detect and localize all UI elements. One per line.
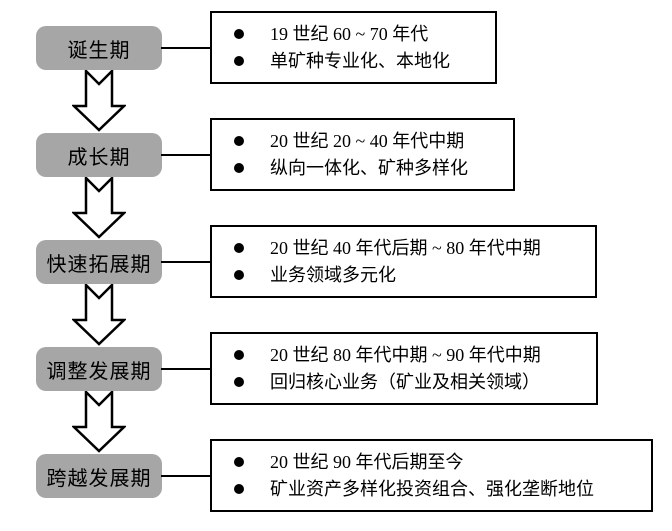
bullet-text: 纵向一体化、矿种多样化 xyxy=(270,157,468,178)
bullet-text: 20 世纪 80 年代中期 ~ 90 年代中期 xyxy=(270,344,541,365)
bullet-line: 20 世纪 80 年代中期 ~ 90 年代中期 xyxy=(234,342,596,369)
bullet-icon xyxy=(234,56,244,66)
bullet-icon xyxy=(234,29,244,39)
bullet-text: 20 世纪 20 ~ 40 年代中期 xyxy=(270,130,465,151)
connector-line xyxy=(161,475,210,477)
stage-box: 快速拓展期 xyxy=(36,240,162,284)
down-arrow-icon xyxy=(72,391,126,453)
bullet-line: 19 世纪 60 ~ 70 年代 xyxy=(234,21,495,48)
bullet-icon xyxy=(234,457,244,467)
bullet-icon xyxy=(234,243,244,253)
stage-box: 跨越发展期 xyxy=(36,454,162,498)
bullet-icon xyxy=(234,270,244,280)
stage-row: 调整发展期 20 世纪 80 年代中期 ~ 90 年代中期 回归核心业务（矿业及… xyxy=(0,332,672,453)
bullet-icon xyxy=(234,484,244,494)
stage-row: 快速拓展期 20 世纪 40 年代后期 ~ 80 年代中期 业务领域多元化 xyxy=(0,225,672,346)
bullet-text: 20 世纪 90 年代后期至今 xyxy=(270,451,464,472)
connector-line xyxy=(161,368,210,370)
detail-box: 20 世纪 90 年代后期至今 矿业资产多样化投资组合、强化垄断地位 xyxy=(210,439,653,512)
stage-box: 调整发展期 xyxy=(36,347,162,391)
stage-row: 诞生期 19 世纪 60 ~ 70 年代 单矿种专业化、本地化 xyxy=(0,11,672,132)
stage-label: 诞生期 xyxy=(67,39,131,62)
detail-box: 20 世纪 20 ~ 40 年代中期 纵向一体化、矿种多样化 xyxy=(210,118,515,191)
stage-box: 成长期 xyxy=(36,133,162,177)
stage-label: 快速拓展期 xyxy=(46,253,152,276)
stage-label: 调整发展期 xyxy=(46,360,152,383)
detail-box: 20 世纪 80 年代中期 ~ 90 年代中期 回归核心业务（矿业及相关领域） xyxy=(210,332,598,405)
stage-label: 跨越发展期 xyxy=(46,467,152,490)
stage-row: 成长期 20 世纪 20 ~ 40 年代中期 纵向一体化、矿种多样化 xyxy=(0,118,672,239)
bullet-line: 20 世纪 40 年代后期 ~ 80 年代中期 xyxy=(234,235,595,262)
stage-row: 跨越发展期 20 世纪 90 年代后期至今 矿业资产多样化投资组合、强化垄断地位 xyxy=(0,439,672,531)
bullet-text: 回归核心业务（矿业及相关领域） xyxy=(270,371,540,392)
bullet-line: 矿业资产多样化投资组合、强化垄断地位 xyxy=(234,476,651,503)
stage-label: 成长期 xyxy=(67,146,131,169)
bullet-line: 业务领域多元化 xyxy=(234,262,595,289)
connector-line xyxy=(161,47,210,49)
connector-line xyxy=(161,154,210,156)
bullet-line: 回归核心业务（矿业及相关领域） xyxy=(234,369,596,396)
bullet-text: 矿业资产多样化投资组合、强化垄断地位 xyxy=(270,478,594,499)
bullet-text: 20 世纪 40 年代后期 ~ 80 年代中期 xyxy=(270,237,541,258)
bullet-line: 20 世纪 90 年代后期至今 xyxy=(234,449,651,476)
bullet-text: 业务领域多元化 xyxy=(270,264,396,285)
down-arrow-icon xyxy=(72,284,126,346)
bullet-line: 纵向一体化、矿种多样化 xyxy=(234,155,513,182)
detail-box: 19 世纪 60 ~ 70 年代 单矿种专业化、本地化 xyxy=(210,11,497,84)
down-arrow-icon xyxy=(72,70,126,132)
bullet-text: 19 世纪 60 ~ 70 年代 xyxy=(270,23,429,44)
bullet-icon xyxy=(234,163,244,173)
down-arrow-icon xyxy=(72,177,126,239)
bullet-line: 单矿种专业化、本地化 xyxy=(234,48,495,75)
bullet-line: 20 世纪 20 ~ 40 年代中期 xyxy=(234,128,513,155)
bullet-icon xyxy=(234,377,244,387)
bullet-icon xyxy=(234,136,244,146)
bullet-icon xyxy=(234,350,244,360)
connector-line xyxy=(161,261,210,263)
bullet-text: 单矿种专业化、本地化 xyxy=(270,50,450,71)
stage-box: 诞生期 xyxy=(36,26,162,70)
detail-box: 20 世纪 40 年代后期 ~ 80 年代中期 业务领域多元化 xyxy=(210,225,597,298)
